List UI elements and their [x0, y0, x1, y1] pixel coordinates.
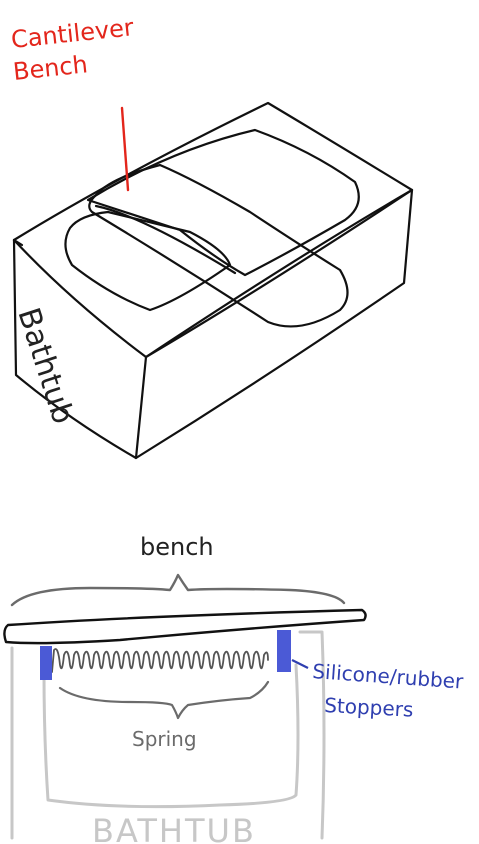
bench-overlay — [96, 206, 235, 273]
left-stopper — [40, 646, 52, 680]
bench-brace — [12, 575, 344, 605]
bench-lower-pad — [65, 212, 230, 310]
spring-label: Spring — [132, 727, 197, 751]
spring-brace — [60, 682, 268, 718]
stoppers-label-line1: Silicone/rubber — [312, 659, 465, 694]
cross-section-sketch — [4, 575, 365, 838]
bench-label: bench — [140, 533, 214, 561]
bench-board — [4, 610, 365, 643]
stoppers-leader-line — [292, 660, 308, 668]
tub-bottom-label: BATHTUB — [92, 812, 256, 844]
stoppers-label-line2: Stoppers — [324, 693, 414, 722]
tub-side-label: Bathtub — [10, 304, 80, 429]
spring-coil — [52, 649, 268, 672]
cantilever-label-line1: Cantilever — [10, 13, 135, 54]
right-stopper — [277, 630, 291, 672]
cantilever-label-line2: Bench — [12, 50, 89, 86]
